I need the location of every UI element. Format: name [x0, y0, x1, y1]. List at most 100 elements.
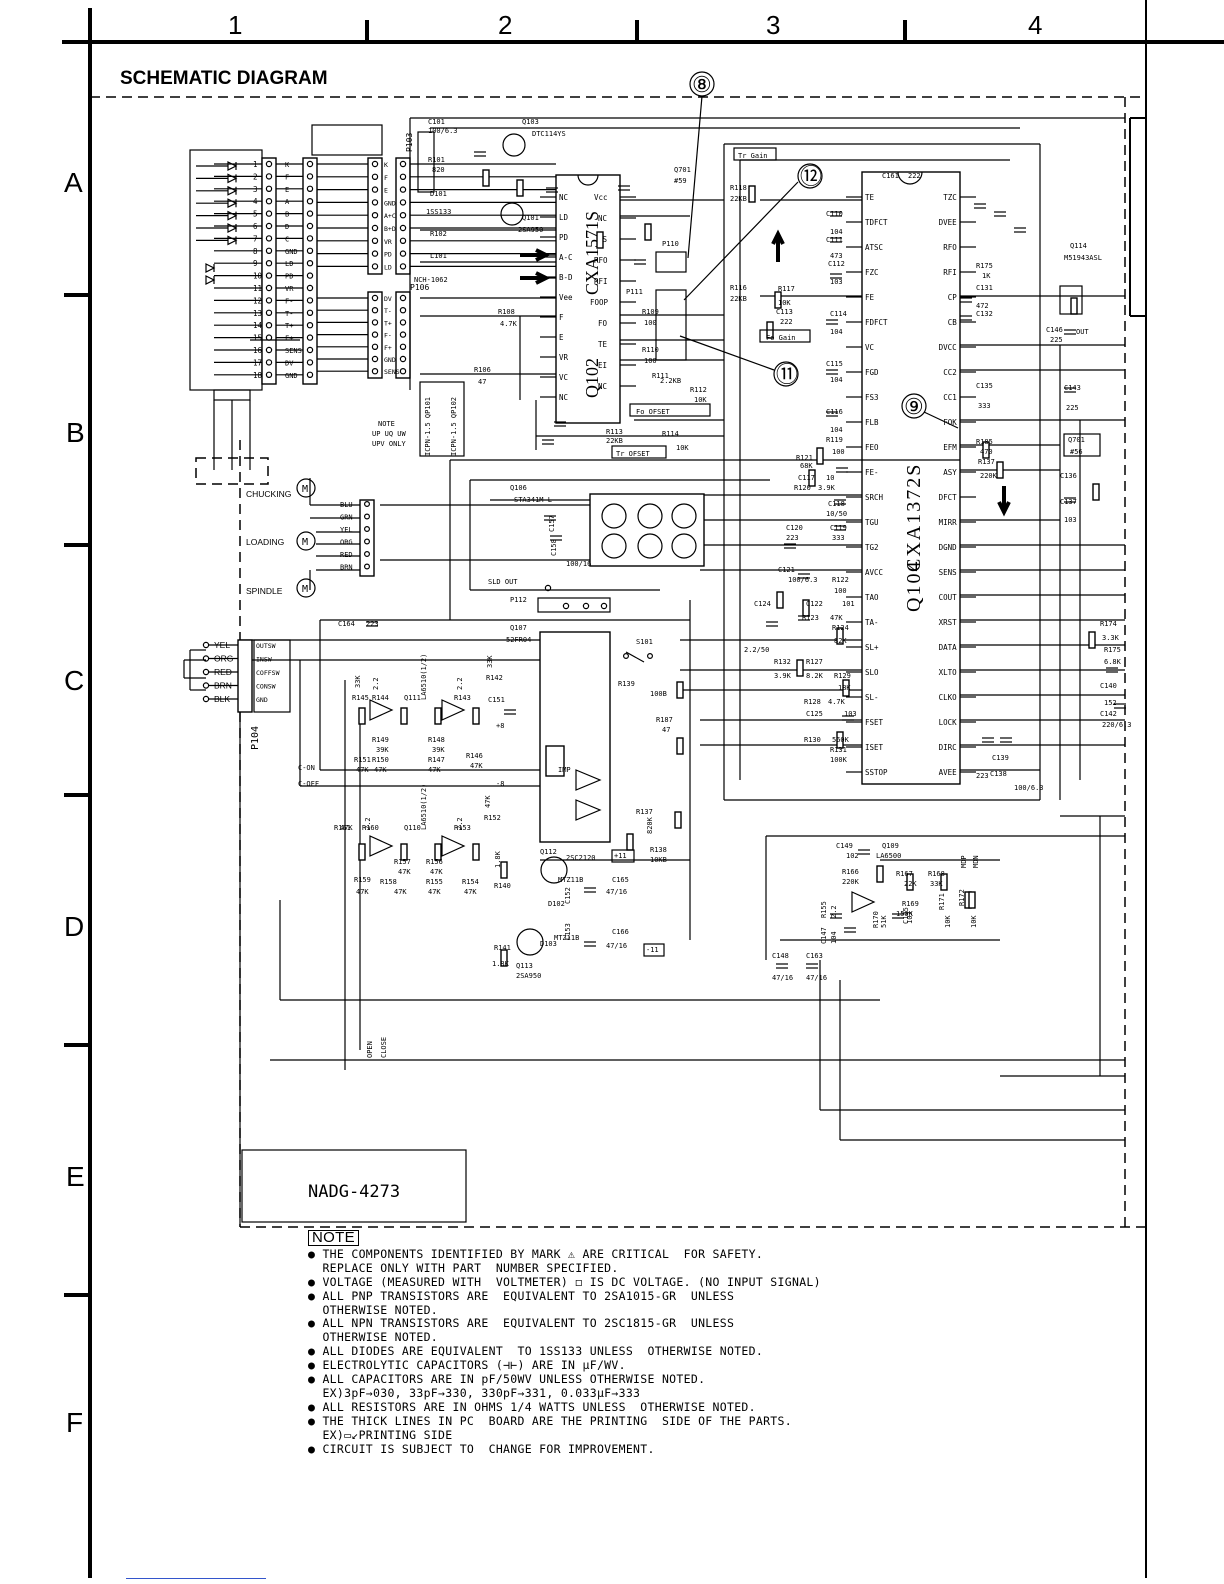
component-label-c164: C164 — [338, 620, 355, 628]
motor-label-chucking: CHUCKING — [246, 489, 291, 499]
component-label-r117: R117 — [778, 285, 795, 293]
component-label-c_off: C-OFF — [298, 780, 319, 788]
component-label-tr_gain: Tr Gain — [738, 152, 768, 160]
q102-pin-left: B-D — [559, 273, 573, 282]
q104-pin-left: TGU — [865, 518, 879, 527]
component-label-r167v: 22K — [904, 880, 917, 888]
note-line: EX)3pF→030, 33pF→330, 330pF→331, 0.033μF… — [308, 1385, 641, 1400]
component-label-r143: R143 — [454, 694, 471, 702]
pickup-pin-signal: PD — [285, 273, 293, 281]
component-label-c148: C148 — [772, 952, 789, 960]
q104-pin-left: TA- — [865, 618, 879, 627]
component-label-r110: R110 — [642, 346, 659, 354]
component-label-tr_ofset: Tr OFSET — [616, 450, 651, 458]
q104-pin-left: ATSC — [865, 243, 883, 252]
component-label-r141v: 1.8K — [492, 960, 510, 968]
q104-pin-right: DIRC — [939, 743, 957, 752]
component-label-c153: C153 — [564, 923, 572, 940]
q104-pin-left: SRCH — [865, 493, 884, 502]
pickup-pin-signal: SENS — [285, 347, 302, 355]
q104-pin-left: TE — [865, 193, 875, 202]
component-label-c146: C146 — [1046, 326, 1063, 334]
component-label-r175: R175 — [976, 262, 993, 270]
component-label-r174: R174 — [1100, 620, 1117, 628]
transistors — [500, 133, 1083, 956]
component-label-c114: C114 — [830, 310, 847, 318]
component-label-c116: C116 — [826, 408, 843, 416]
component-label-d101p: 1SS133 — [426, 208, 451, 216]
pickup-pin-number: 14 — [253, 321, 263, 330]
component-label-q103p: DTC114YS — [532, 130, 566, 138]
switch-wire-color: ORG — [214, 654, 233, 664]
component-label-c135v: 333 — [978, 402, 991, 410]
component-label-r161v: 47K — [340, 824, 353, 832]
component-label-c131v: 472 — [976, 302, 989, 310]
component-label-r145: R145 — [352, 694, 369, 702]
component-label-c115: C115 — [826, 360, 843, 368]
component-label-c151: C151 — [488, 696, 505, 704]
q102-pin-left: VR — [559, 353, 569, 362]
pickup-pin-signal: T- — [285, 310, 293, 318]
component-label-c111v: 473 — [830, 252, 843, 260]
pickup-pin-signal: GND — [285, 248, 298, 256]
component-label-d102: D102 — [548, 900, 565, 908]
component-label-c117: C117 — [798, 474, 815, 482]
p103-pin-signal: PD — [384, 251, 392, 259]
q104-pin-left: FDFCT — [865, 318, 888, 327]
component-label-r152: R152 — [484, 814, 501, 822]
pickup-pin-number: 9 — [253, 259, 258, 268]
component-label-r151: R151 — [354, 756, 371, 764]
q104-pin-left: SSTOP — [865, 768, 888, 777]
component-label-c152: C152 — [564, 887, 572, 904]
q102-pin-right: RFO — [594, 256, 608, 265]
component-label-s101: S101 — [636, 638, 653, 646]
component-label-c135: C135 — [976, 382, 993, 390]
component-label-r157v: 47K — [398, 868, 411, 876]
component-label-c161: C161 — [882, 172, 899, 180]
component-label-d101: D101 — [430, 190, 447, 198]
component-label-q111p: LA6510(1/2) — [420, 654, 428, 700]
motor-m-1: M — [302, 484, 308, 495]
pickup-pin-number: 7 — [253, 234, 258, 243]
component-label-r130: R130 — [804, 736, 821, 744]
component-label-r114v: 10K — [676, 444, 689, 452]
component-label-r116: R116 — [730, 284, 747, 292]
pickup-pin-number: 5 — [253, 210, 258, 219]
notes-list: ● THE COMPONENTS IDENTIFIED BY MARK ⚠ AR… — [308, 1247, 1068, 1457]
component-label-r110v: 100 — [644, 357, 657, 365]
component-label-r102: R102 — [430, 230, 447, 238]
component-label-c116v: 104 — [830, 426, 843, 434]
component-label-c122v: 101 — [842, 600, 855, 608]
component-label-l101p: NCH-1062 — [414, 276, 448, 284]
component-label-r187: R187 — [656, 716, 673, 724]
component-label-r168v: 33K — [930, 880, 943, 888]
component-label-r156v: 47K — [430, 868, 443, 876]
chucking-motor-icon — [296, 478, 316, 498]
row-label-c: C — [64, 665, 84, 696]
pickup-pin-signal: F+ — [285, 335, 293, 343]
component-label-p110: P110 — [662, 240, 679, 248]
q104-pins: TETDFCTATSCFZCFEFDFCTVCFGDFS3FLBFEOFE-SR… — [846, 193, 976, 777]
component-label-r146: R146 — [466, 752, 483, 760]
pickup-pin-signal: DV — [285, 359, 294, 367]
q104-pin-right: DATA — [939, 643, 958, 652]
component-label-r145v: 33K — [354, 675, 362, 688]
component-label-c142: C142 — [1100, 710, 1117, 718]
component-label-r114: R114 — [662, 430, 679, 438]
q102-pin-left: F — [559, 313, 564, 322]
p103-pin-signal: B+D — [384, 225, 396, 233]
q104-pin-right: CLKO — [939, 693, 958, 702]
component-label-r158v: 47K — [394, 888, 407, 896]
component-label-r156: R156 — [426, 858, 443, 866]
component-label-fo_ofset: Fo OFSET — [636, 408, 671, 416]
q104-ic: CXA1372S Q104 — [861, 171, 961, 785]
p106-pin-signal: SENS — [384, 368, 400, 376]
pickup-pin-number: 10 — [253, 272, 263, 281]
p103-pin-signal: LD — [384, 263, 392, 271]
component-label-r112: R112 — [690, 386, 707, 394]
component-label-c124v: 2.2/50 — [744, 646, 769, 654]
component-label-q107p: 52FR04 — [506, 636, 531, 644]
q104-pin-left: FS3 — [865, 393, 879, 402]
pickup-diode-array — [196, 161, 238, 285]
